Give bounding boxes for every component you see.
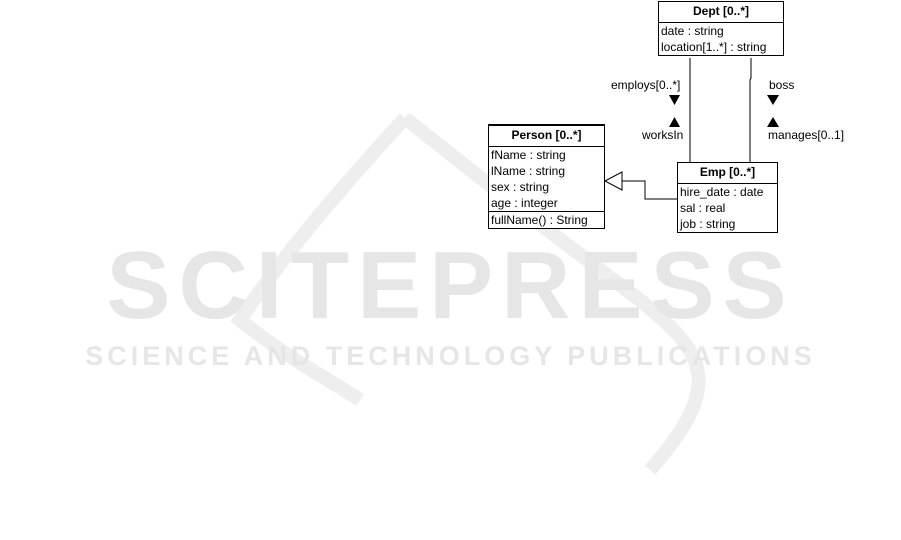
generalization-line — [622, 181, 678, 199]
attribute-row: location[1..*] : string — [661, 39, 781, 55]
label-manages: manages[0..1] — [768, 128, 844, 142]
class-dept-attributes: date : string location[1..*] : string — [659, 23, 783, 55]
attribute-row: fName : string — [491, 147, 602, 163]
label-worksin: worksIn — [642, 128, 683, 142]
class-emp[interactable]: Emp [0..*] hire_date : date sal : real j… — [677, 162, 778, 233]
label-boss: boss — [769, 78, 794, 92]
attribute-row: sal : real — [680, 200, 775, 216]
class-person-operations: fullName() : String — [489, 211, 604, 228]
watermark-title: SCITEPRESS — [0, 236, 901, 336]
attribute-row: date : string — [661, 23, 781, 39]
class-person-title: Person [0..*] — [489, 126, 604, 147]
boss-direction-icon — [767, 95, 779, 105]
label-employs: employs[0..*] — [611, 78, 680, 92]
attribute-row: job : string — [680, 216, 775, 232]
class-person[interactable]: Person [0..*] fName : string lName : str… — [488, 124, 605, 229]
operation-row: fullName() : String — [491, 212, 602, 228]
employs-direction-icon — [669, 95, 680, 105]
class-emp-attributes: hire_date : date sal : real job : string — [678, 184, 777, 232]
class-dept[interactable]: Dept [0..*] date : string location[1..*]… — [658, 1, 784, 56]
generalization-arrowhead — [605, 172, 622, 190]
worksin-direction-icon — [669, 117, 680, 127]
attribute-row: sex : string — [491, 179, 602, 195]
class-dept-title: Dept [0..*] — [659, 2, 783, 23]
class-person-attributes: fName : string lName : string sex : stri… — [489, 147, 604, 211]
watermark-subtitle: SCIENCE AND TECHNOLOGY PUBLICATIONS — [0, 340, 901, 372]
manages-direction-icon — [767, 117, 779, 127]
class-emp-title: Emp [0..*] — [678, 163, 777, 184]
attribute-row: lName : string — [491, 163, 602, 179]
attribute-row: hire_date : date — [680, 184, 775, 200]
manages-association-line — [750, 58, 751, 162]
attribute-row: age : integer — [491, 195, 602, 211]
